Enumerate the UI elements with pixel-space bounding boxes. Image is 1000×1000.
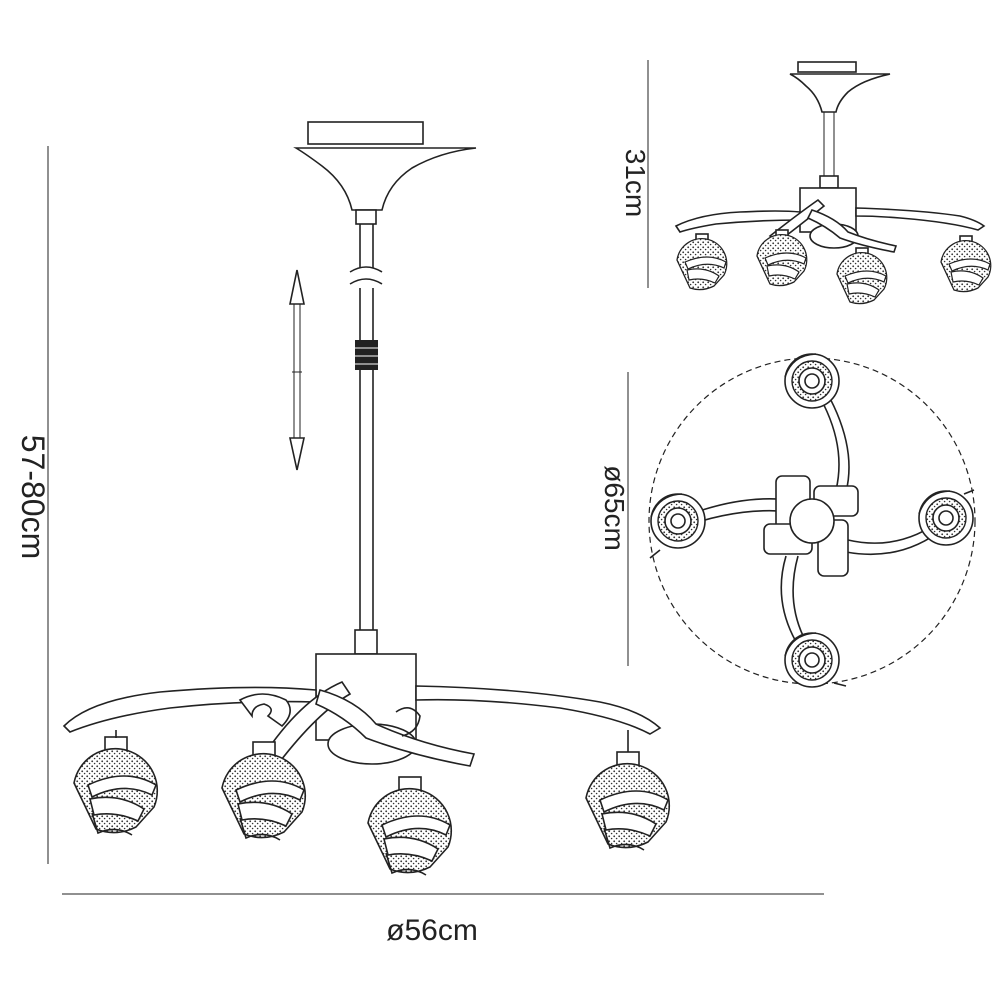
ceiling-canopy <box>293 147 477 211</box>
height-adjuster <box>355 340 378 370</box>
shade-center-left <box>221 741 307 841</box>
height-range-label: 57-80cm <box>15 435 51 560</box>
plan-diameter-label: ø65cm <box>599 465 630 551</box>
right-arm <box>415 685 662 735</box>
ceiling-box <box>307 121 424 145</box>
shade-front-left <box>73 736 159 836</box>
flush-elevation-drawing <box>674 61 992 305</box>
shade-center-right <box>367 776 453 876</box>
adjustment-arrow <box>289 269 305 471</box>
shade-front-right <box>585 751 671 851</box>
width-span-label: ø56cm <box>386 914 478 947</box>
flush-height-label: 31cm <box>620 149 651 217</box>
main-elevation-drawing <box>62 121 671 876</box>
plan-view-drawing <box>648 353 976 688</box>
